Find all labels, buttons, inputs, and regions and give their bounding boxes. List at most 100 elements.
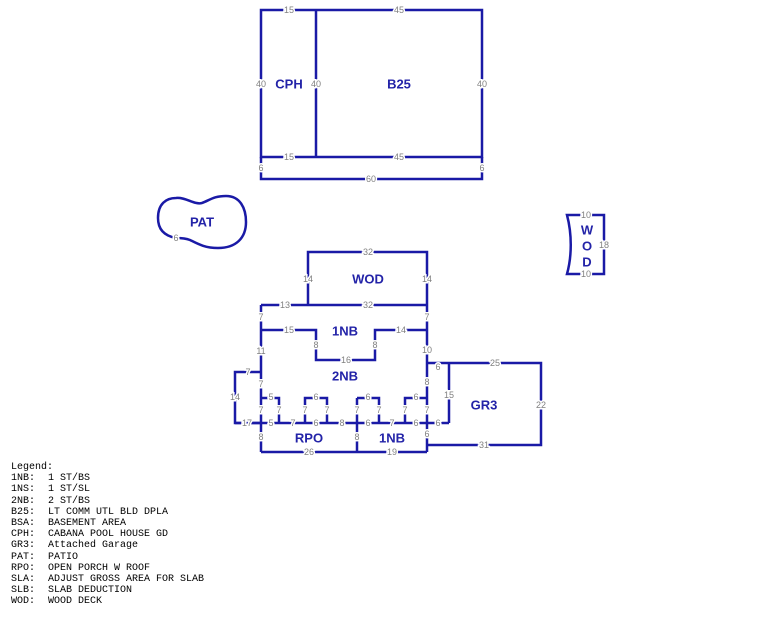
dimension-label: 6 (258, 163, 263, 173)
dimension-label: 25 (490, 358, 500, 368)
legend-description: WOOD DECK (48, 596, 103, 608)
legend-description: PATIO (48, 551, 79, 563)
legend-description: SLAB DEDUCTION (48, 585, 133, 597)
area-label-cph: CPH (275, 77, 302, 92)
legend-code: B25: (11, 506, 36, 518)
dimension-label: 16 (341, 355, 351, 365)
dimension-label: 14 (230, 392, 240, 402)
dimension-label: 8 (372, 340, 377, 350)
dimension-label: 7 (302, 405, 307, 415)
legend-item: SLB: SLAB DEDUCTION (11, 585, 204, 596)
dimension-label: 19 (387, 447, 397, 457)
overall-dimension-line (259, 157, 484, 181)
dimension-label: 6 (313, 418, 318, 428)
legend-description: CABANA POOL HOUSE GD (48, 529, 169, 541)
dimension-label: 6 (365, 418, 370, 428)
dimension-label: 7 (258, 312, 263, 322)
dimension-label: 7 (389, 418, 394, 428)
legend-code: SLB: (11, 585, 36, 597)
dimension-label: 45 (394, 5, 404, 15)
dimension-label: 10 (581, 269, 591, 279)
legend-item: 1NS:1 ST/SL (11, 484, 204, 495)
legend-code: 2NB: (11, 495, 36, 507)
dimension-label: 7 (354, 405, 359, 415)
legend-item: 1NB:1 ST/BS (11, 473, 204, 484)
area-label-gr3: GR3 (471, 398, 498, 413)
legend-code: GR3: (11, 540, 36, 552)
area-label-b25: B25 (387, 77, 411, 92)
legend-code: SLA: (11, 574, 36, 586)
dimension-label: 15 (444, 390, 454, 400)
dimension-label: 32 (363, 247, 373, 257)
dimension-label: 6 (365, 392, 370, 402)
dimension-label: 8 (354, 432, 359, 442)
dimension-label: 17 (242, 418, 252, 428)
dimension-label: 18 (599, 240, 609, 250)
legend-item: CPH: CABANA POOL HOUSE GD (11, 529, 204, 540)
legend-code: BSA: (11, 518, 36, 530)
legend-code: RPO: (11, 562, 36, 574)
dimension-label: 6 (413, 392, 418, 402)
dimension-label: 60 (366, 174, 376, 184)
area-label-wod: WOD (352, 272, 384, 287)
dimension-label: 10 (422, 345, 432, 355)
dimension-label: 8 (339, 418, 344, 428)
dimension-label: 45 (394, 152, 404, 162)
dimension-label: 5 (268, 392, 273, 402)
dimension-label: 13 (280, 300, 290, 310)
b25-cph-outline (259, 8, 484, 159)
sketch-lines (156, 8, 606, 454)
legend-code: CPH: (11, 529, 36, 541)
garage-outline (427, 361, 543, 447)
legend-item: B25: LT COMM UTL BLD DPLA (11, 507, 204, 518)
dimension-label: 40 (477, 79, 487, 89)
dimension-label: 31 (479, 440, 489, 450)
wood-deck-small-outline (565, 213, 606, 276)
dimension-label: 15 (284, 325, 294, 335)
legend-item: WOD:WOOD DECK (11, 596, 204, 607)
area-label-wod-small-w: W (581, 223, 594, 238)
dimension-label: 7 (276, 405, 281, 415)
dimension-label: 40 (311, 79, 321, 89)
dimension-label: 7 (376, 405, 381, 415)
dimension-label: 6 (413, 418, 418, 428)
area-label-wod-small-d: D (582, 255, 591, 270)
area-label-2nb: 2NB (332, 369, 358, 384)
dimension-label: 6 (173, 233, 178, 243)
dimension-label: 8 (424, 377, 429, 387)
legend-item: GR3: Attached Garage (11, 540, 204, 551)
legend-item: BSA: BASEMENT AREA (11, 518, 204, 529)
area-label-1nb-upper: 1NB (332, 324, 358, 339)
dimension-label: 5 (268, 418, 273, 428)
dimension-label: 26 (304, 447, 314, 457)
dimension-label: 22 (536, 400, 546, 410)
legend-description: ADJUST GROSS AREA FOR SLAB (48, 574, 205, 586)
dimension-label: 14 (396, 325, 406, 335)
dimension-label: 10 (581, 210, 591, 220)
legend-code: 1NS: (11, 484, 36, 496)
dimension-label: 15 (284, 5, 294, 15)
area-label-rpo: RPO (295, 431, 323, 446)
legend-item: 2NB:2 ST/BS (11, 496, 204, 507)
1nb-upper-outline (261, 328, 427, 362)
legend-description: BASEMENT AREA (48, 518, 127, 530)
dimension-label: 7 (290, 418, 295, 428)
dimension-label: 7 (258, 379, 263, 389)
dimension-label: 6 (435, 362, 440, 372)
dimension-label: 6 (424, 429, 429, 439)
legend-code: 1NB: (11, 473, 36, 485)
dimension-label: 6 (435, 418, 440, 428)
area-label-1nb-lower: 1NB (379, 431, 405, 446)
dimension-label: 14 (422, 274, 432, 284)
legend-title: Legend: (11, 462, 54, 473)
dimension-label: 7 (424, 312, 429, 322)
dimension-label: 32 (363, 300, 373, 310)
area-label-wod-small-o: O (582, 239, 592, 254)
legend-description: LT COMM UTL BLD DPLA (48, 506, 169, 518)
dimension-label: 40 (256, 79, 266, 89)
legend-description: Attached Garage (48, 540, 139, 552)
